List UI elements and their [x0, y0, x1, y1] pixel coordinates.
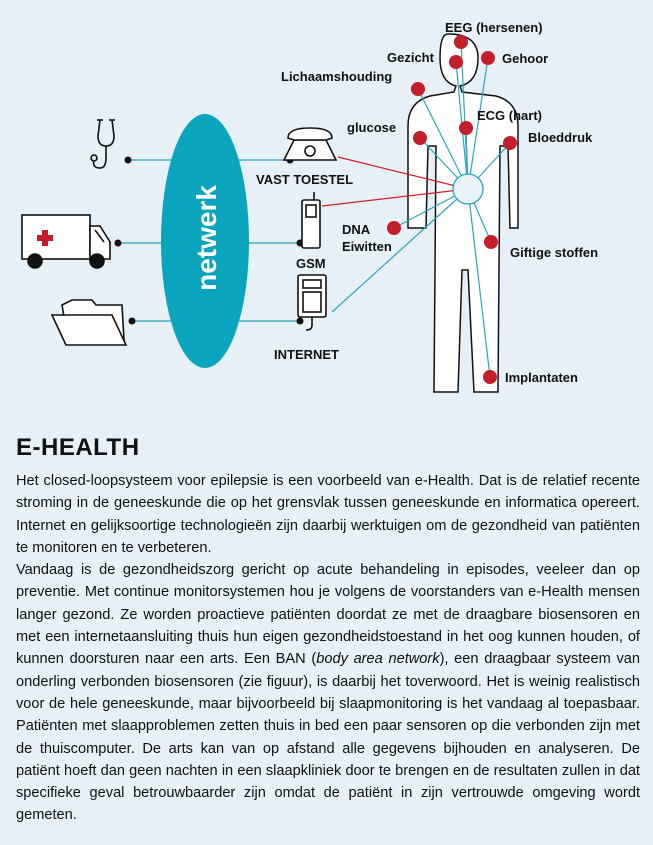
ambulance-icon [21, 214, 111, 269]
sensor-label-blood-pressure: Bloeddruk [528, 130, 593, 145]
ban-diagram: netwerk VAST [21, 20, 598, 393]
article-title: E-HEALTH [16, 434, 140, 461]
sensor-label-hearing: Gehoor [502, 51, 548, 66]
network-label: netwerk [191, 185, 222, 291]
article-term-ban: body area network [316, 651, 440, 668]
sensor-label-posture: Lichaamshouding [281, 69, 392, 84]
network-ellipse [161, 114, 249, 368]
gsm-label: GSM [296, 256, 326, 271]
internet-label: INTERNET [274, 347, 339, 362]
phone-icon [282, 127, 338, 161]
sensor-label-face: Gezicht [387, 50, 435, 65]
fixed-phone-label: VAST TOESTEL [256, 172, 353, 187]
sensor-label-eeg: EEG (hersenen) [445, 20, 543, 35]
sensor-links [331, 41, 511, 378]
computer-icon [297, 274, 327, 331]
sensor-hub [452, 173, 484, 205]
article-paragraph-2-end: ), een draagbaar systeem van onderling v… [16, 651, 640, 824]
stethoscope-icon [90, 119, 115, 169]
article: E-HEALTH Het closed-loopsysteem voor epi… [16, 434, 640, 827]
article-paragraph-1: Het closed-loopsysteem voor epilepsie is… [16, 473, 640, 556]
sensor-label-dna: DNA [342, 222, 371, 237]
sensor-label-toxins: Giftige stoffen [510, 245, 598, 260]
sensor-label-proteins: Eiwitten [342, 239, 392, 254]
sensor-label-implants: Implantaten [505, 370, 578, 385]
sensors [387, 35, 517, 384]
phone-links [321, 156, 469, 207]
article-paragraph-2-start: Vandaag is de gezondheidszorg gericht op… [16, 562, 640, 668]
article-paragraph-2: Vandaag is de gezondheidszorg gericht op… [16, 559, 640, 827]
sensor-label-glucose: glucose [347, 120, 396, 135]
sensor-label-ecg: ECG (hart) [477, 108, 542, 123]
mobile-phone-icon [301, 192, 321, 249]
folder-icon [50, 299, 128, 346]
